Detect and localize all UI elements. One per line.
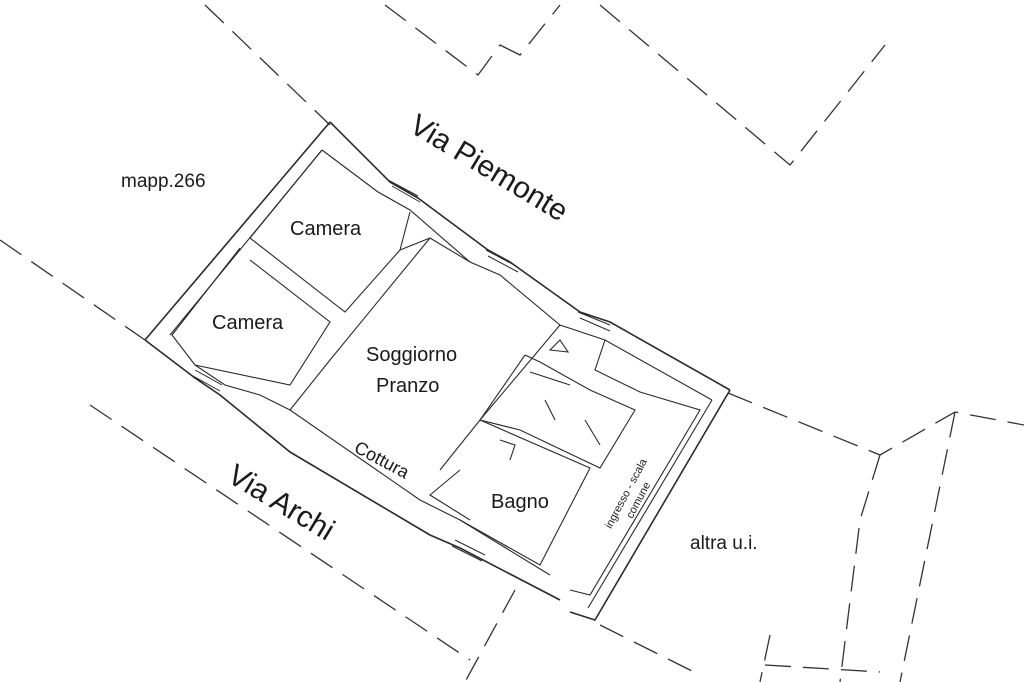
window-north-2b (487, 255, 519, 273)
boundary-via-archi-south (89, 404, 471, 661)
boundary-bottom-stub (759, 634, 771, 682)
interior-partitions (171, 149, 701, 596)
stair-arrow-2 (584, 419, 601, 446)
other-unit-label: altra u.i. (690, 533, 758, 554)
corridor-wall (399, 237, 471, 263)
boundary-top-right (599, 4, 886, 166)
boundary-right-vertical (839, 454, 881, 682)
stair-arrow-1 (544, 399, 556, 421)
soggiorno-west-wall (289, 237, 431, 411)
windows (192, 179, 611, 562)
soggiorno-east-wall (439, 324, 561, 471)
camera-bottom-walls (171, 247, 331, 386)
boundary-top-left (204, 4, 331, 126)
room-label-camera-top: Camera (290, 218, 362, 240)
boundary-right-inner (899, 411, 956, 682)
window-north-3 (577, 311, 611, 326)
window-north-1b (391, 185, 421, 203)
boundary-top-notch (384, 4, 561, 76)
stair-enclosure (479, 354, 636, 469)
boundary-bottom-center (464, 589, 516, 682)
parcel-label: mapp.266 (121, 171, 206, 192)
window-south-2b (451, 545, 483, 562)
bagno-walls (459, 419, 591, 566)
south-wall (144, 339, 561, 601)
boundary-bottom-right (599, 624, 701, 676)
stairs (529, 339, 601, 446)
window-north-3b (579, 317, 611, 332)
west-wall (144, 121, 331, 341)
boundary-right-upper (727, 392, 1024, 456)
stair-steps (529, 371, 571, 386)
east-wall (569, 389, 731, 621)
room-label-soggiorno: Soggiorno (366, 344, 458, 366)
boundary-bottom-corner (764, 664, 881, 673)
parcel-boundaries (0, 4, 1024, 682)
window-north-2 (485, 249, 517, 267)
window-north-1 (387, 179, 419, 197)
stair-corridor (569, 339, 701, 596)
boundary-left-street (0, 239, 146, 341)
window-south-1b (192, 375, 221, 392)
room-label-camera-bottom: Camera (212, 312, 284, 334)
entrance-arrow (548, 339, 570, 353)
window-south-1 (194, 369, 223, 386)
room-label-pranzo: Pranzo (376, 375, 440, 397)
room-label-bagno: Bagno (491, 491, 549, 513)
bagno-inner (429, 469, 471, 521)
east-wall-inner (587, 399, 713, 609)
north-wall (329, 121, 731, 391)
camera-top-walls (249, 149, 411, 313)
outer-walls (144, 121, 731, 621)
north-wall-inner (321, 149, 713, 401)
window-south-2 (454, 539, 486, 556)
bagno-door (499, 439, 516, 461)
